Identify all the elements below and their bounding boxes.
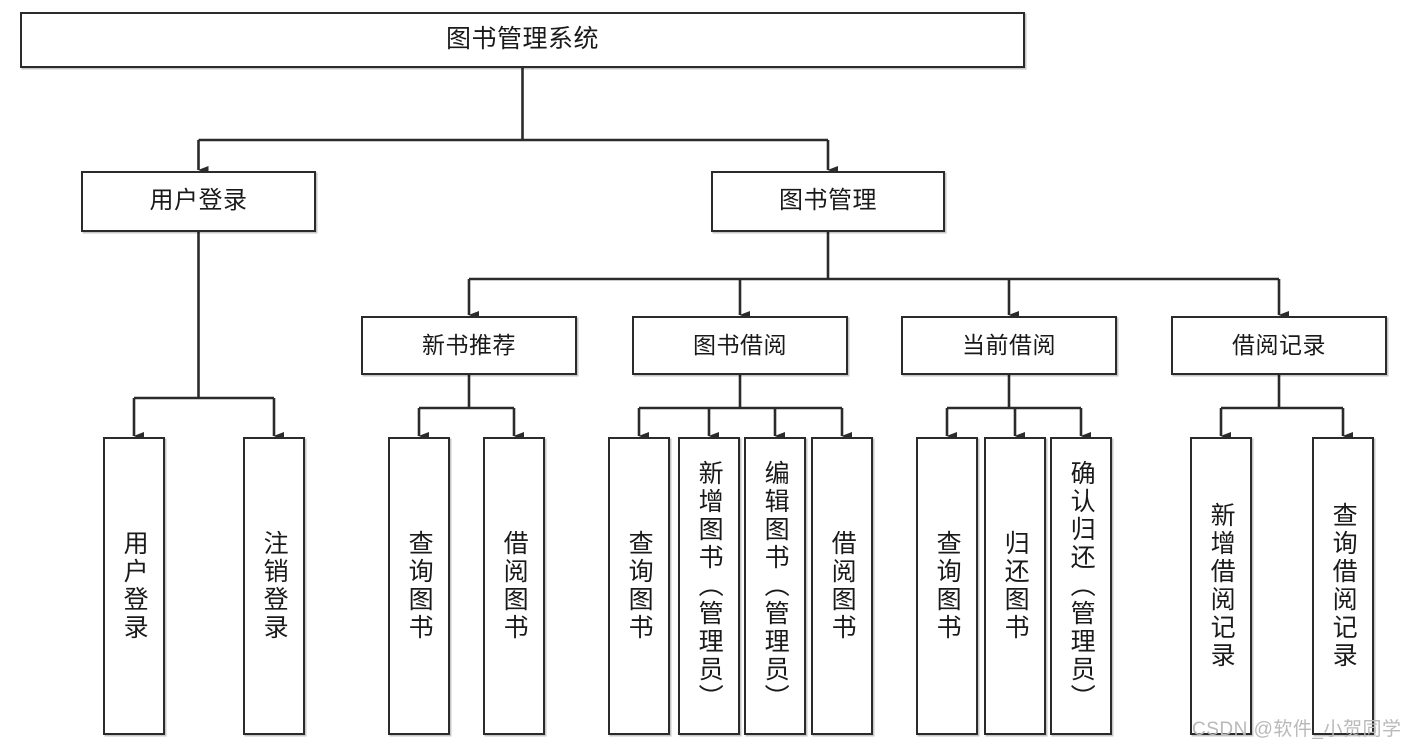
node-label: 新增图书（管理员） xyxy=(695,460,724,712)
node-leaf-borrow-book-2[interactable]: 借阅图书 xyxy=(811,437,873,735)
node-label: 图书管理 xyxy=(779,187,877,215)
node-label: 确认归还（管理员） xyxy=(1067,460,1096,712)
node-leaf-user-logout[interactable]: 注销登录 xyxy=(243,437,305,735)
node-label: 归还图书 xyxy=(1001,530,1030,642)
node-leaf-query-book-2[interactable]: 查询图书 xyxy=(608,437,670,735)
node-leaf-edit-book[interactable]: 编辑图书（管理员） xyxy=(744,437,806,735)
node-label: 借阅记录 xyxy=(1232,331,1326,358)
node-leaf-add-record[interactable]: 新增借阅记录 xyxy=(1190,437,1252,735)
node-label: 查询图书 xyxy=(933,530,962,642)
node-leaf-confirm-return[interactable]: 确认归还（管理员） xyxy=(1050,437,1112,735)
node-label: 查询图书 xyxy=(625,530,654,642)
node-leaf-query-book-3[interactable]: 查询图书 xyxy=(916,437,978,735)
node-label: 查询图书 xyxy=(405,530,434,642)
node-current-borrow[interactable]: 当前借阅 xyxy=(901,316,1117,375)
node-leaf-query-record[interactable]: 查询借阅记录 xyxy=(1312,437,1374,735)
node-label: 新增借阅记录 xyxy=(1207,502,1236,670)
node-label: 图书管理系统 xyxy=(445,25,599,54)
node-leaf-user-login[interactable]: 用户登录 xyxy=(103,437,165,735)
node-new-book-rec[interactable]: 新书推荐 xyxy=(361,316,577,375)
node-leaf-query-book-1[interactable]: 查询图书 xyxy=(388,437,450,735)
node-leaf-add-book[interactable]: 新增图书（管理员） xyxy=(678,437,740,735)
node-label: 注销登录 xyxy=(260,530,289,642)
node-label: 新书推荐 xyxy=(422,331,516,358)
node-leaf-return-book[interactable]: 归还图书 xyxy=(984,437,1046,735)
node-leaf-borrow-book-1[interactable]: 借阅图书 xyxy=(483,437,545,735)
node-borrow-record[interactable]: 借阅记录 xyxy=(1171,316,1387,375)
node-book-manage[interactable]: 图书管理 xyxy=(711,171,945,232)
node-label: 用户登录 xyxy=(149,187,248,215)
node-book-borrow[interactable]: 图书借阅 xyxy=(632,316,848,375)
node-label: 借阅图书 xyxy=(828,530,857,642)
node-label: 图书借阅 xyxy=(693,331,787,358)
node-label: 编辑图书（管理员） xyxy=(761,460,790,712)
node-label: 查询借阅记录 xyxy=(1329,502,1358,670)
csdn-watermark: CSDN @软件_小贺同学 xyxy=(1192,719,1402,740)
node-label: 借阅图书 xyxy=(500,530,529,642)
node-user-login[interactable]: 用户登录 xyxy=(81,171,316,232)
node-label: 用户登录 xyxy=(120,530,149,642)
node-root[interactable]: 图书管理系统 xyxy=(20,12,1025,68)
node-label: 当前借阅 xyxy=(962,331,1056,358)
